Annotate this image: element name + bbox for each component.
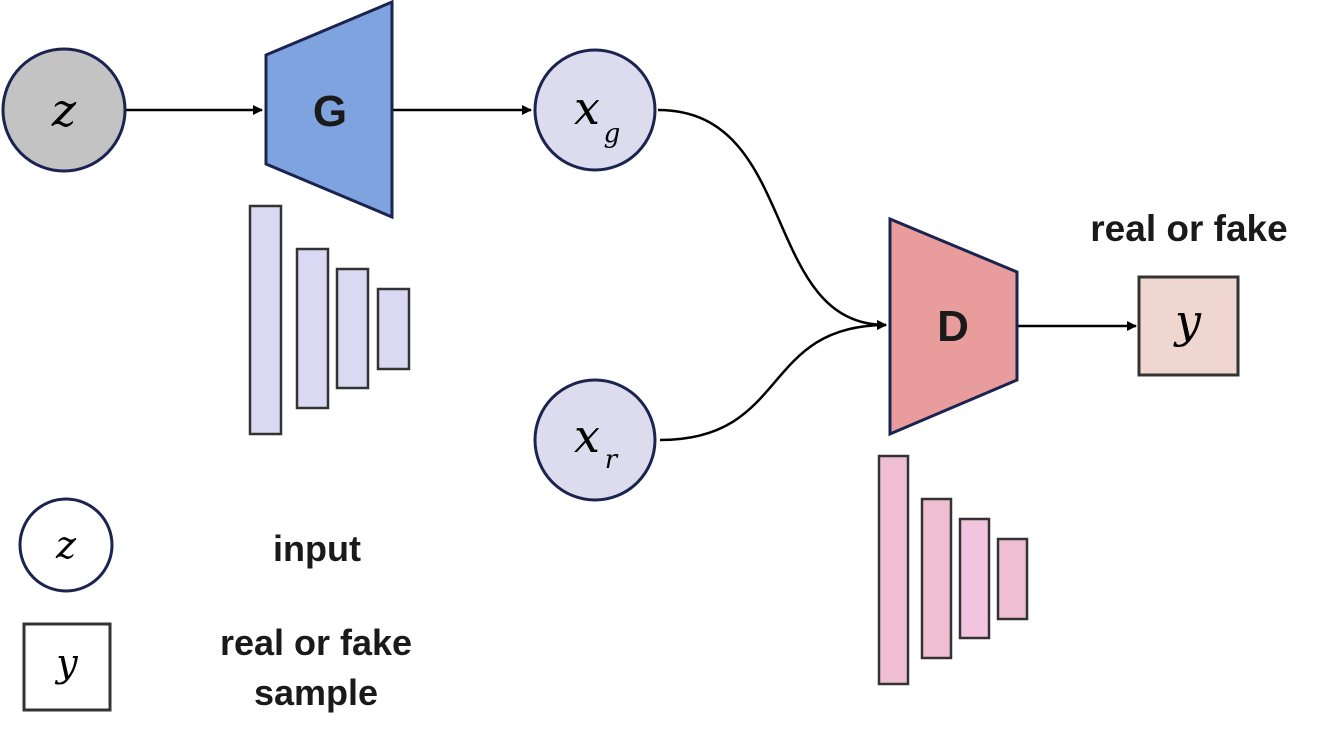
generator-trapezoid	[264, 0, 394, 220]
legend-square	[22, 622, 112, 712]
discriminator-layers	[877, 454, 1029, 686]
x-generated-node: x g	[533, 48, 657, 172]
legend: z input y real or fake sample	[18, 497, 412, 713]
legend-circle	[18, 497, 114, 593]
z-label: z	[51, 83, 77, 137]
generator-layers	[248, 204, 411, 436]
x-real-label: x	[574, 409, 600, 463]
y-output-label: y	[1173, 294, 1202, 348]
y-output-node: y	[1137, 275, 1240, 377]
discriminator-layer-2	[920, 497, 953, 660]
discriminator-layer-3	[958, 517, 991, 640]
arrow-xr-to-d	[659, 320, 887, 442]
x-real-subscript: r	[605, 445, 619, 475]
z-circle	[1, 47, 127, 173]
generator-layer-4	[376, 287, 411, 371]
x-real-circle	[533, 378, 657, 502]
discriminator-label: D	[937, 302, 969, 351]
generator-layer-2	[295, 247, 330, 410]
generator-block: G	[264, 0, 394, 220]
y-output-square	[1137, 275, 1240, 377]
x-generated-subscript: g	[604, 119, 621, 149]
generator-label: G	[313, 87, 347, 136]
arrow-xg-to-d	[657, 108, 887, 330]
legend-circle-symbol: z	[55, 523, 77, 567]
legend-square-symbol: y	[54, 641, 78, 685]
x-generated-label: x	[574, 81, 600, 135]
discriminator-layer-1	[877, 454, 910, 686]
generator-layer-3	[335, 267, 370, 390]
x-generated-circle	[533, 48, 657, 172]
z-input-node: z	[1, 47, 127, 173]
legend-circle-text: input	[273, 528, 361, 569]
discriminator-block: D	[888, 216, 1019, 437]
legend-square-text-line2: sample	[254, 672, 378, 713]
discriminator-trapezoid	[888, 216, 1019, 437]
legend-square-text-line1: real or fake	[220, 622, 412, 663]
output-caption: real or fake	[1090, 208, 1287, 249]
x-real-node: x r	[533, 378, 657, 502]
discriminator-layer-4	[996, 537, 1029, 621]
generator-layer-1	[248, 204, 283, 436]
